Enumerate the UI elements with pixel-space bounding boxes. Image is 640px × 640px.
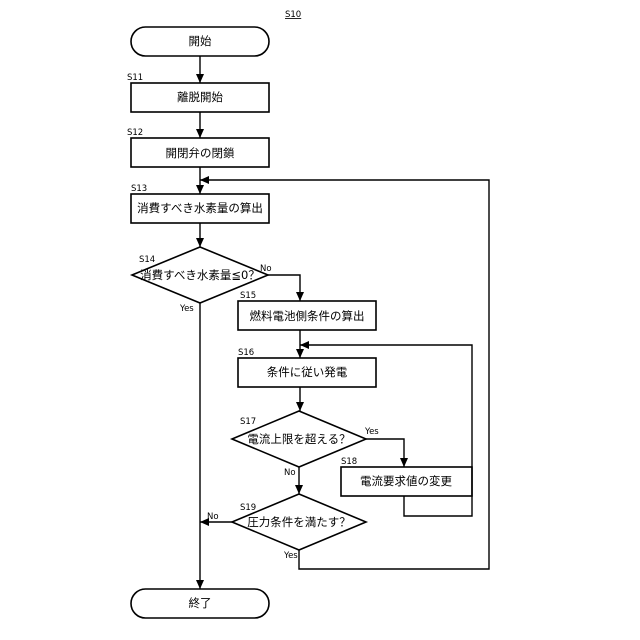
process-s12-text: 開閉弁の閉鎖	[166, 146, 235, 160]
step-label-s11: S11	[127, 73, 143, 83]
step-label-s12: S12	[127, 128, 143, 138]
arrow-s14-no-to-s15	[268, 275, 300, 301]
decision-s17-text: 電流上限を超える？	[247, 432, 350, 446]
process-s15-text: 燃料電池側条件の算出	[250, 309, 365, 323]
step-label-s17: S17	[240, 417, 256, 427]
figure-label: S10	[285, 10, 301, 20]
branch-s17-no: No	[284, 468, 296, 478]
process-s16-text: 条件に従い発電	[267, 365, 348, 379]
branch-s17-yes: Yes	[364, 427, 379, 437]
process-s18-text: 電流要求値の変更	[360, 474, 452, 488]
step-label-s18: S18	[341, 457, 357, 467]
decision-s19-text: 圧力条件を満たす？	[247, 515, 351, 529]
arrow-s17-yes-to-s18	[366, 439, 404, 467]
step-label-s16: S16	[238, 348, 254, 358]
step-label-s13: S13	[131, 184, 147, 194]
process-s13-text: 消費すべき水素量の算出	[137, 201, 263, 215]
start-text: 開始	[189, 34, 212, 48]
decision-s14-text: 消費すべき水素量≦0？	[140, 268, 260, 282]
end-text: 終了	[189, 596, 212, 610]
branch-s19-yes: Yes	[283, 551, 298, 561]
branch-s14-no: No	[260, 264, 272, 274]
step-label-s15: S15	[240, 291, 256, 301]
process-s11-text: 離脱開始	[177, 90, 223, 104]
step-label-s19: S19	[240, 503, 256, 513]
step-label-s14: S14	[139, 255, 155, 265]
branch-s14-yes: Yes	[179, 304, 194, 314]
branch-s19-no: No	[207, 512, 219, 522]
